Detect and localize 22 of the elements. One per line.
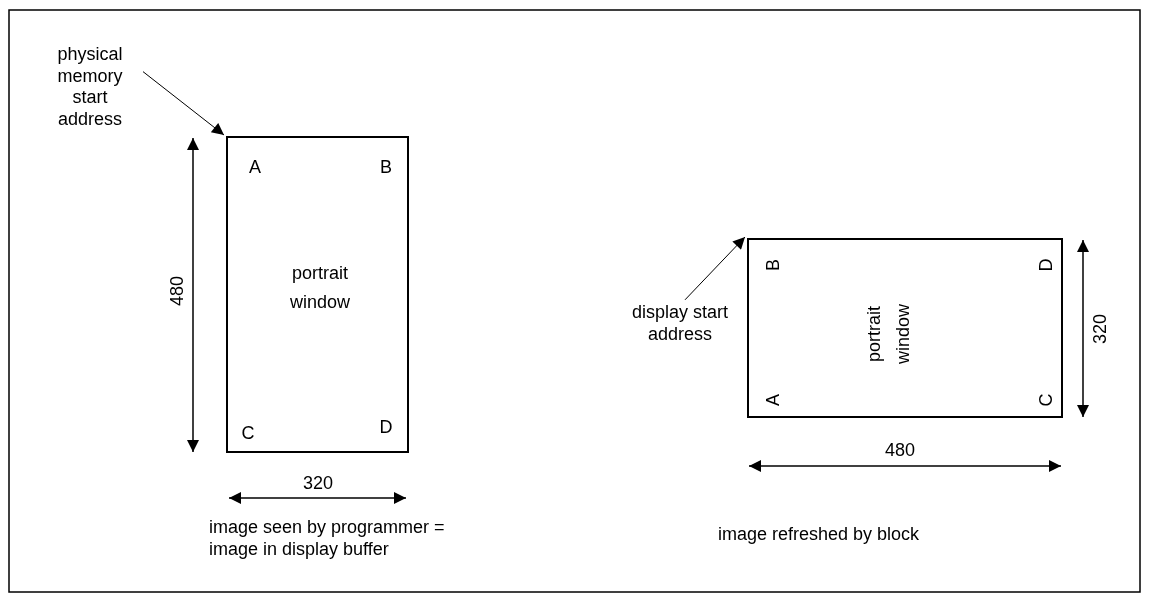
leader-arrow <box>684 236 746 301</box>
corner-letter: C <box>1036 393 1058 407</box>
leader-arrow <box>142 71 225 136</box>
corner-letter: B <box>763 259 785 271</box>
caption-text: image seen by programmer = image in display buffer <box>209 517 446 561</box>
corner-letter: C <box>241 423 255 445</box>
annotation-text: display start address <box>630 302 730 346</box>
window-rectangle <box>747 238 1063 418</box>
window-rectangle <box>226 136 409 453</box>
corner-letter: B <box>380 157 392 179</box>
corner-letter: A <box>763 394 785 406</box>
corner-letter: D <box>379 417 393 439</box>
dimension-value: 320 <box>303 473 333 495</box>
annotation-text: physical memory start address <box>40 44 140 131</box>
corner-letter: A <box>249 157 261 179</box>
dimension-value: 320 <box>1090 314 1112 344</box>
corner-letter: D <box>1036 258 1058 272</box>
dimension-value: 480 <box>885 440 915 462</box>
window-label: portrait window <box>289 262 351 314</box>
window-label: portrait window <box>863 303 914 366</box>
dimension-value: 480 <box>167 276 189 306</box>
caption-text: image refreshed by block <box>718 524 920 546</box>
